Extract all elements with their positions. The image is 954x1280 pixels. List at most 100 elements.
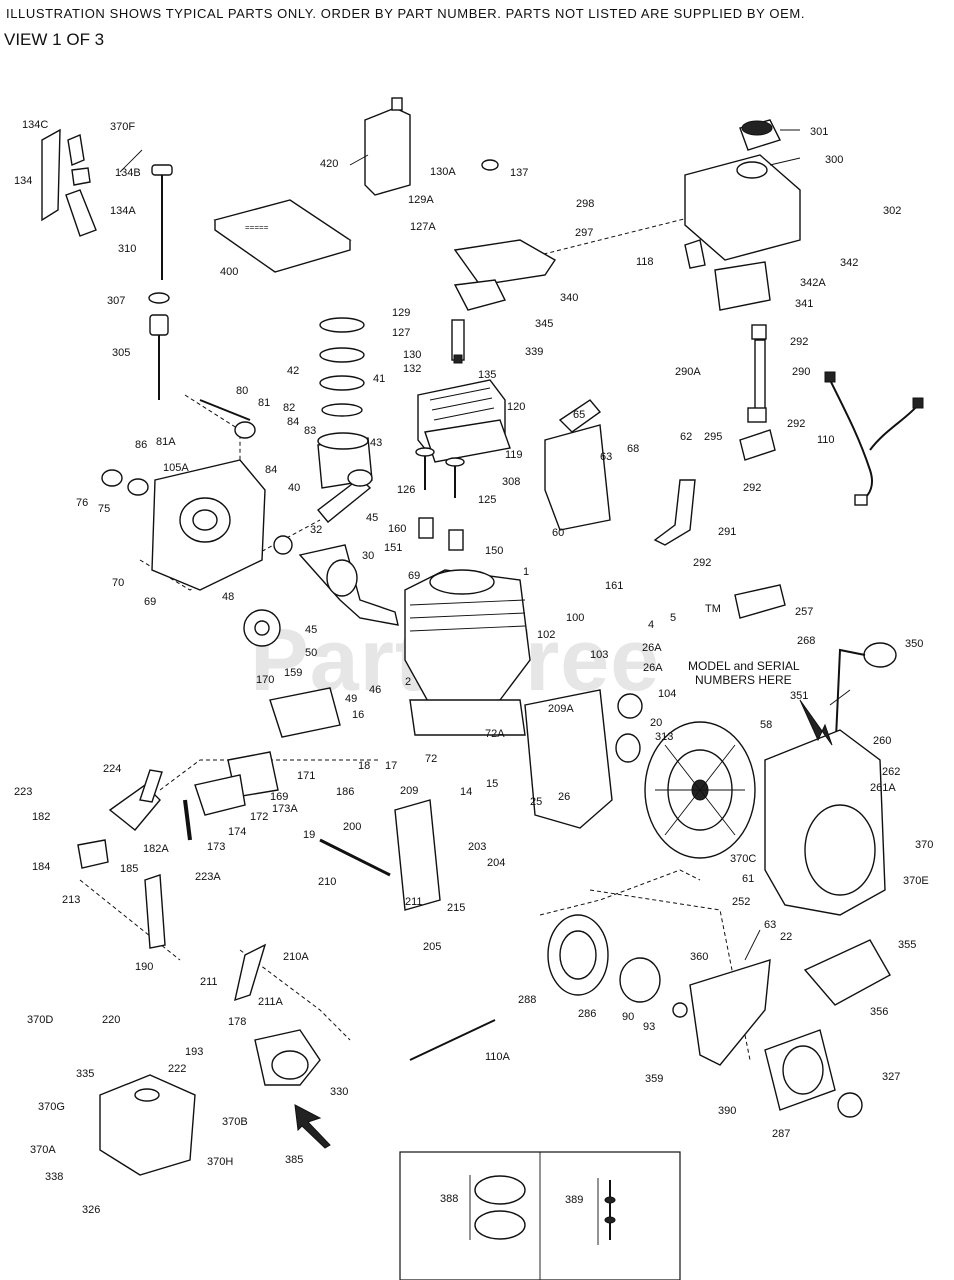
- part-label: 159: [284, 667, 302, 679]
- part-label: 17: [385, 760, 397, 772]
- part-label: 301: [810, 126, 828, 138]
- part-label: 81A: [156, 436, 176, 448]
- wire-harness-110: [824, 371, 924, 506]
- part-label: 70: [112, 577, 124, 589]
- part-label: 15: [486, 778, 498, 790]
- part-label: 400: [220, 266, 238, 278]
- gasket-set-388: [469, 1175, 526, 1240]
- part-label: 129A: [408, 194, 434, 206]
- part-label: 355: [898, 939, 916, 951]
- part-label: 211: [405, 896, 423, 908]
- part-label: 48: [222, 591, 234, 603]
- part-label: 125: [478, 494, 496, 506]
- bracket-257: [734, 584, 786, 619]
- part-label: 292: [743, 482, 761, 494]
- breather-bracket: [544, 424, 611, 531]
- part-label: 385: [285, 1154, 303, 1166]
- part-label: 119: [505, 449, 523, 461]
- seal-76: [101, 469, 123, 487]
- bracket-345: [453, 279, 507, 311]
- part-label: 1: [523, 566, 529, 578]
- oil-bottle: [364, 97, 411, 196]
- part-label: 370B: [222, 1116, 248, 1128]
- part-65: [558, 399, 602, 433]
- part-label: 370C: [730, 853, 756, 865]
- bracket-341: [714, 261, 771, 311]
- part-label: 204: [487, 857, 505, 869]
- watermark-tm: TM: [705, 603, 721, 615]
- part-label: 82: [283, 402, 295, 414]
- part-label: 260: [873, 735, 891, 747]
- guard-359: [689, 959, 771, 1066]
- oil-sensor: [863, 642, 897, 668]
- part-label: 72: [425, 753, 437, 765]
- part-label: 297: [575, 227, 593, 239]
- part-label: 388: [440, 1193, 458, 1205]
- part-label: 110: [817, 434, 835, 446]
- part-label: 58: [760, 719, 772, 731]
- part-label: 46: [369, 684, 381, 696]
- part-label: 213: [62, 894, 80, 906]
- part-label: 169: [270, 791, 288, 803]
- bracket-134: [41, 128, 97, 237]
- part-label: 291: [718, 526, 736, 538]
- part-label: 126: [397, 484, 415, 496]
- part-label: 300: [825, 154, 843, 166]
- dipstick-assembly: [148, 164, 173, 400]
- part-label: 69: [144, 596, 156, 608]
- part-label: 287: [772, 1128, 790, 1140]
- part-label: 110A: [485, 1051, 511, 1063]
- part-label: 50: [305, 647, 317, 659]
- part-label: 26A: [642, 642, 662, 654]
- screen-285: [619, 957, 661, 1003]
- connecting-rod: [316, 469, 373, 523]
- part-label: 292: [790, 336, 808, 348]
- bearing-313: [615, 733, 641, 763]
- part-label: 134C: [22, 119, 48, 131]
- part-label: 26A: [643, 662, 663, 674]
- part-label: 182: [32, 811, 50, 823]
- part-label: 84: [287, 416, 299, 428]
- cover-355: [803, 939, 891, 1006]
- header-notice: ILLUSTRATION SHOWS TYPICAL PARTS ONLY. O…: [6, 6, 806, 21]
- part-label: 69: [408, 570, 420, 582]
- part-label: 257: [795, 606, 813, 618]
- part-label: 370A: [30, 1144, 56, 1156]
- part-label: 42: [287, 365, 299, 377]
- part-label: 19: [303, 829, 315, 841]
- part-label: 370H: [207, 1156, 233, 1168]
- part-label: 211: [200, 976, 218, 988]
- part-label: 63: [600, 451, 612, 463]
- part-label: 286: [578, 1008, 596, 1020]
- crankshaft: [298, 544, 399, 626]
- part-label: 130: [403, 349, 421, 361]
- valves: [415, 447, 465, 551]
- part-label: 203: [468, 841, 486, 853]
- nut-137: [481, 159, 499, 171]
- part-label: 184: [32, 861, 50, 873]
- part-label: 313: [655, 731, 673, 743]
- part-label: 134B: [115, 167, 141, 179]
- blower-housing: [764, 729, 886, 916]
- part-label: 302: [883, 205, 901, 217]
- part-label: 390: [718, 1105, 736, 1117]
- part-label: 209: [400, 785, 418, 797]
- part-label: 292: [693, 557, 711, 569]
- mount-25: [524, 689, 613, 829]
- part-label: 370: [915, 839, 933, 851]
- part-label: 43: [370, 437, 382, 449]
- part-label: 340: [560, 292, 578, 304]
- part-label: 90: [622, 1011, 634, 1023]
- part-label: 45: [305, 624, 317, 636]
- part-label: 182A: [143, 843, 169, 855]
- part-label: 307: [107, 295, 125, 307]
- part-label: 26: [558, 791, 570, 803]
- part-label: 389: [565, 1194, 583, 1206]
- part-label: 370G: [38, 1101, 65, 1113]
- view-indicator: VIEW 1 OF 3: [4, 30, 105, 49]
- part-label: 292: [787, 418, 805, 430]
- part-label: 20: [650, 717, 662, 729]
- part-label: 14: [460, 786, 472, 798]
- bracket-340: [453, 239, 556, 286]
